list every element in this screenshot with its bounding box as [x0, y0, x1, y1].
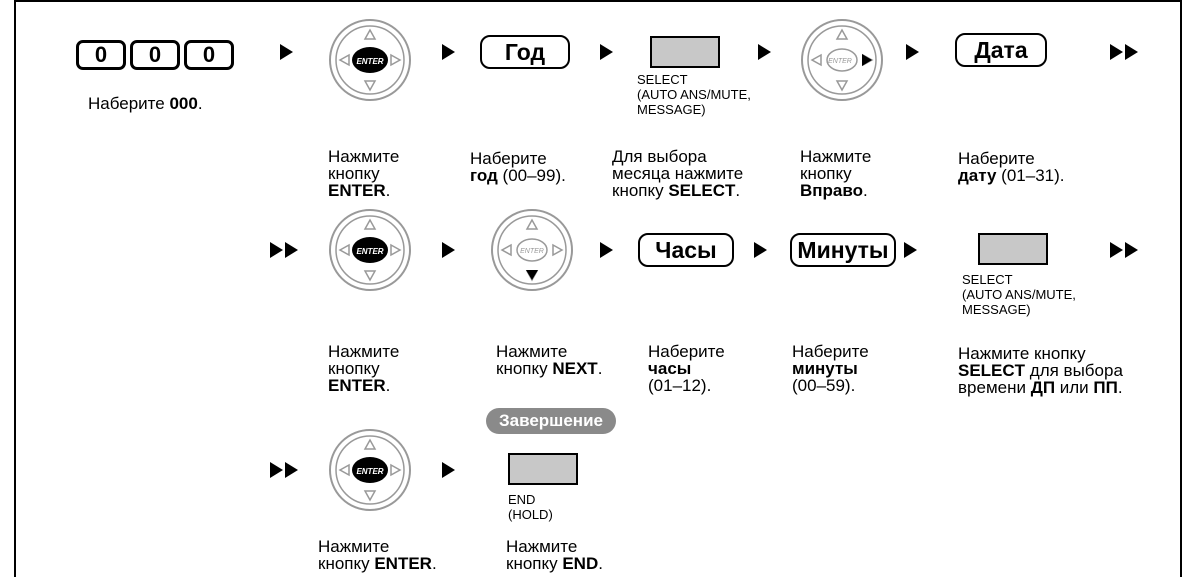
flow-arrow: [600, 242, 613, 258]
continue-arrow: [270, 242, 298, 258]
caption-r2-minutes: Наберите минуты (00–59).: [792, 342, 869, 395]
date-key[interactable]: Дата: [955, 33, 1047, 67]
caption-r2-select: Нажмите кнопку SELECT для выбора времени…: [958, 344, 1123, 397]
caption-r2-next: Нажмите кнопку NEXT.: [496, 342, 603, 378]
completion-badge: Завершение: [486, 408, 616, 434]
hours-key[interactable]: Часы: [638, 233, 734, 267]
select-button[interactable]: [978, 233, 1048, 265]
flow-arrow: [906, 44, 919, 60]
digits-000: 0 0 0: [76, 40, 234, 70]
select-button-label: SELECT (AUTO ANS/MUTE, MESSAGE): [962, 272, 1076, 317]
select-button-label: SELECT (AUTO ANS/MUTE, MESSAGE): [637, 72, 751, 117]
continue-arrow: [270, 462, 298, 478]
flow-arrow: [442, 242, 455, 258]
caption-r1-year: Наберите год (00–99).: [470, 149, 566, 185]
caption-r1-date: Наберите дату (01–31).: [958, 149, 1065, 185]
end-button[interactable]: [508, 453, 578, 485]
select-button[interactable]: [650, 36, 720, 68]
navigator-enter-key[interactable]: ENTER: [328, 18, 412, 102]
enter-label: ENTER: [520, 248, 544, 255]
year-key[interactable]: Год: [480, 35, 570, 69]
navigator-down-key[interactable]: ENTER: [490, 208, 574, 292]
enter-label: ENTER: [356, 57, 383, 66]
caption-dial-000: Наберите 000.: [88, 94, 203, 113]
flow-arrow: [442, 462, 455, 478]
flow-arrow: [904, 242, 917, 258]
flow-arrow: [442, 44, 455, 60]
navigator-down-icon: ENTER: [490, 208, 574, 292]
caption-r1-select: Для выбора месяца нажмите кнопку SELECT.: [612, 147, 744, 200]
continue-arrow: [1110, 44, 1138, 60]
minutes-key[interactable]: Минуты: [790, 233, 896, 267]
caption-r3-enter: Нажмите кнопку ENTER.: [318, 537, 437, 573]
flow-arrow: [280, 44, 293, 60]
caption-r1-right: Нажмите кнопку Вправо.: [800, 147, 872, 200]
caption-r3-end: Нажмите кнопку END.: [506, 537, 603, 573]
end-button-label: END (HOLD): [508, 492, 553, 522]
enter-label: ENTER: [828, 58, 852, 65]
navigator-icon: ENTER: [328, 18, 412, 102]
digit-key[interactable]: 0: [76, 40, 126, 70]
continue-arrow: [1110, 242, 1138, 258]
navigator-enter-key[interactable]: ENTER: [328, 428, 412, 512]
navigator-icon: ENTER: [328, 208, 412, 292]
navigator-right-key[interactable]: ENTER: [800, 18, 884, 102]
caption-r2-hours: Наберите часы (01–12).: [648, 342, 725, 395]
caption-r2-enter: Нажмите кнопку ENTER.: [328, 342, 400, 395]
enter-label: ENTER: [356, 247, 383, 256]
enter-label: ENTER: [356, 467, 383, 476]
flow-arrow: [754, 242, 767, 258]
digit-key[interactable]: 0: [184, 40, 234, 70]
digit-key[interactable]: 0: [130, 40, 180, 70]
caption-r1-enter: Нажмите кнопку ENTER.: [328, 147, 400, 200]
navigator-enter-key[interactable]: ENTER: [328, 208, 412, 292]
flow-arrow: [758, 44, 771, 60]
diagram-frame: [14, 0, 1182, 577]
navigator-right-icon: ENTER: [800, 18, 884, 102]
flow-arrow: [600, 44, 613, 60]
navigator-icon: ENTER: [328, 428, 412, 512]
